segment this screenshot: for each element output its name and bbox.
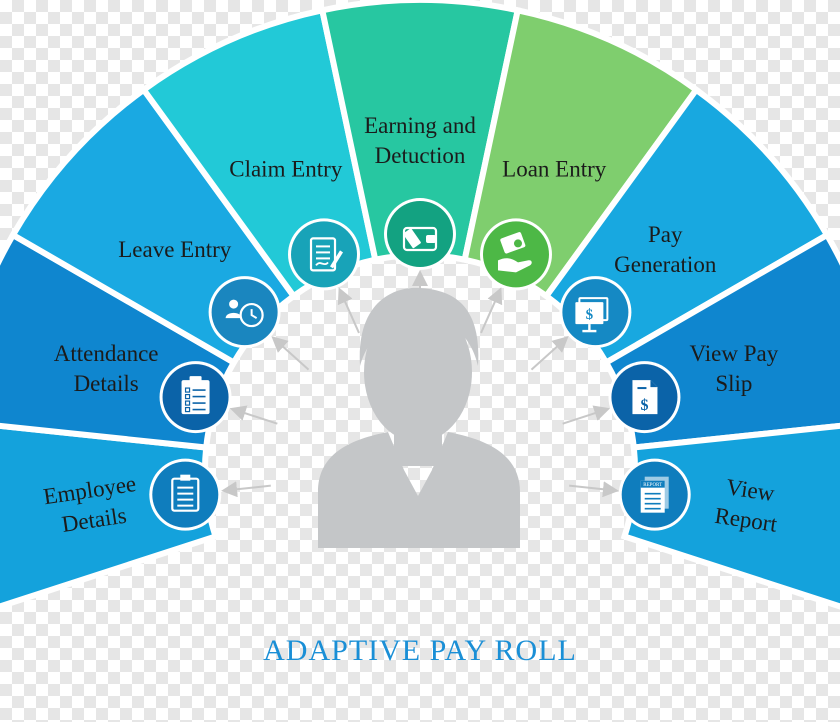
diagram-title: ADAPTIVE PAY ROLL	[263, 634, 577, 667]
segment-label-line: Attendance	[54, 341, 159, 366]
segment-label-line: View Pay	[690, 341, 779, 366]
label-loan-entry: Loan Entry	[502, 157, 607, 182]
arrow-loan-entry	[480, 287, 503, 334]
arrow-employee-details	[221, 481, 271, 498]
signed-document-icon	[288, 218, 361, 291]
label-leave-entry: Leave Entry	[118, 237, 232, 262]
payslip-dollar-icon: $	[608, 361, 681, 434]
svg-text:$: $	[640, 397, 648, 414]
arrow-attendance-details	[229, 405, 278, 425]
label-claim-entry: Claim Entry	[229, 157, 343, 182]
segment-label-line: Earning and	[364, 113, 476, 138]
arrow-view-report	[569, 481, 619, 498]
segment-label-line: Leave Entry	[118, 237, 232, 262]
segment-label-line: Details	[74, 371, 139, 396]
arrow-view-pay-slip	[562, 405, 611, 425]
checklist-clipboard-icon	[159, 361, 232, 434]
document-form-icon	[149, 458, 222, 531]
arrow-leave-entry	[271, 336, 310, 371]
segment-label-line: Detuction	[375, 143, 466, 168]
segment-label-line: Pay	[648, 222, 683, 247]
arrow-claim-entry	[337, 287, 360, 334]
arrow-pay-generation	[530, 336, 569, 371]
hand-money-icon	[479, 218, 552, 291]
svg-text:$: $	[586, 307, 594, 323]
person-silhouette-icon	[318, 287, 520, 548]
segment-label-line: Loan Entry	[502, 157, 607, 182]
segment-label-line: Claim Entry	[229, 157, 343, 182]
wallet-cash-icon	[384, 198, 456, 270]
report-icon-text: REPORT	[643, 483, 662, 488]
segment-label-line: Generation	[614, 252, 717, 277]
user-clock-icon	[208, 276, 281, 349]
monitor-dollar-icon: $	[559, 276, 632, 349]
segment-label-line: Slip	[715, 371, 752, 396]
report-document-icon: REPORT	[618, 458, 691, 531]
